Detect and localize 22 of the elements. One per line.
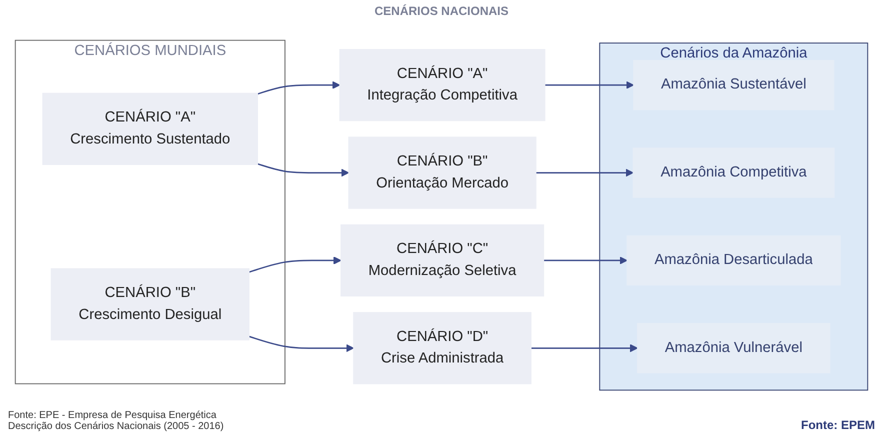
arrow: [257, 80, 340, 94]
node-box: CENÁRIO "A" Integração Competitiva: [339, 48, 546, 121]
arrow: [248, 336, 354, 352]
arrow: [544, 256, 628, 264]
source-note: Descrição dos Cenários Nacionais (2005 - 2016): [8, 421, 224, 432]
node-box: Amazônia Desarticulada: [626, 235, 841, 286]
node-box: Amazônia Competitiva: [632, 147, 835, 198]
node-box: CENÁRIO "D" Crise Administrada: [353, 312, 532, 384]
arrow: [544, 80, 634, 89]
arrow: [248, 256, 342, 273]
column-heading: CENÁRIOS NACIONAIS: [374, 4, 508, 18]
arrow: [257, 162, 350, 177]
node-box: CENÁRIO "B" Orientação Mercado: [348, 136, 536, 209]
node-box: Amazônia Vulnerável: [637, 322, 830, 374]
node-box: CENÁRIO "B" Crescimento Desigual: [50, 268, 250, 340]
source-note: Fonte: EPEM: [801, 418, 875, 432]
source-note: Fonte: EPE - Empresa de Pesquisa Energética: [8, 410, 218, 421]
node-box: CENÁRIO "C" Modernização Seletiva: [340, 224, 544, 296]
node-box: CENÁRIO "A" Crescimento Sustentado: [42, 92, 258, 165]
arrow: [536, 168, 634, 177]
arrow: [531, 344, 638, 352]
node-box: Amazônia Sustentável: [633, 60, 834, 110]
